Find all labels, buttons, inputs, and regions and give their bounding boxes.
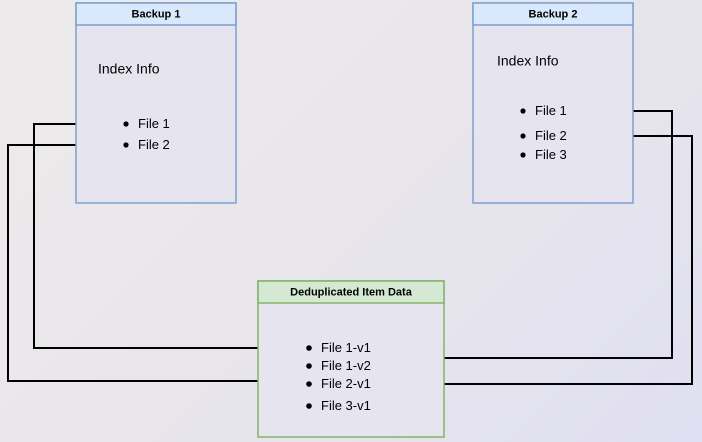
backup1-header xyxy=(75,2,237,26)
backup2-item-label: File 1 xyxy=(535,103,567,118)
backup1-title: Backup 1 xyxy=(132,8,181,20)
connector-path xyxy=(404,135,693,385)
dedup-item-file2v1: File 2-v1 xyxy=(306,376,371,391)
bullet-icon xyxy=(520,108,526,114)
backup1-heading: Index Info xyxy=(98,61,160,77)
backup2-header xyxy=(472,2,634,26)
backup1-item-file2: File 2 xyxy=(123,137,170,152)
backup1-body xyxy=(75,2,237,204)
dedup-header xyxy=(257,280,445,304)
dedup-item-file1v1: File 1-v1 xyxy=(306,340,371,355)
dedup-item-file1v2: File 1-v2 xyxy=(306,358,371,373)
backup2-body xyxy=(472,2,634,204)
backup2-item-file1: File 1 xyxy=(520,103,567,118)
dedup-item-file3v1: File 3-v1 xyxy=(306,398,371,413)
connector-path xyxy=(7,144,296,382)
backup2-item-file2: File 2 xyxy=(520,128,567,143)
dedup-title: Deduplicated Item Data xyxy=(290,286,413,298)
dedup-item-label: File 1-v1 xyxy=(321,340,371,355)
bullet-icon xyxy=(123,142,129,148)
bullet-icon xyxy=(306,363,312,369)
backup2-item-label: File 3 xyxy=(535,147,567,162)
bullet-icon xyxy=(123,121,129,127)
node-backup1[interactable]: Backup 1 Index Info File 1 File 2 xyxy=(75,2,237,204)
bullet-icon xyxy=(520,133,526,139)
bullet-icon xyxy=(306,381,312,387)
bullet-icon xyxy=(306,403,312,409)
dedup-item-label: File 2-v1 xyxy=(321,376,371,391)
backup2-title: Backup 2 xyxy=(529,8,578,20)
backup2-item-label: File 2 xyxy=(535,128,567,143)
backup2-item-file3: File 3 xyxy=(520,147,567,162)
bullet-icon xyxy=(520,152,526,158)
dedup-item-label: File 1-v2 xyxy=(321,358,371,373)
backup1-item-file1: File 1 xyxy=(123,116,170,131)
backup1-item-label: File 2 xyxy=(138,137,170,152)
node-backup2[interactable]: Backup 2 Index Info File 1 File 2 File 3 xyxy=(472,2,634,204)
dedup-item-label: File 3-v1 xyxy=(321,398,371,413)
backup1-item-label: File 1 xyxy=(138,116,170,131)
bullet-icon xyxy=(306,345,312,351)
node-dedup[interactable]: Deduplicated Item Data File 1-v1 File 1-… xyxy=(257,280,445,438)
backup2-heading: Index Info xyxy=(497,53,559,69)
